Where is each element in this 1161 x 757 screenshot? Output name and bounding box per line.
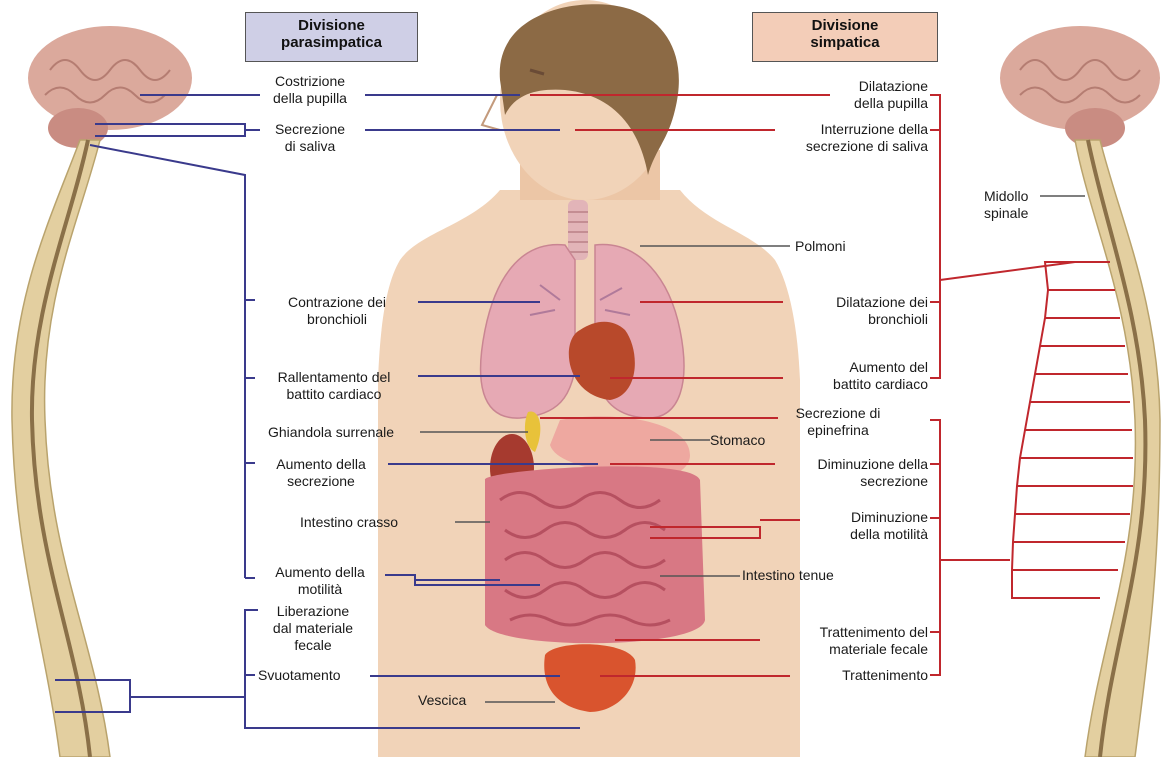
para-bladder-label: Svuotamento <box>258 667 341 684</box>
large-intestine-label: Intestino crasso <box>300 514 398 531</box>
small-intestine-label: Intestino tenue <box>742 567 834 584</box>
stomach-label: Stomaco <box>710 432 765 449</box>
right-brain <box>1000 26 1160 148</box>
left-brain <box>28 26 192 148</box>
parasympathetic-division-header: Divisione parasimpatica <box>245 12 418 62</box>
trachea <box>568 200 588 260</box>
symp-bladder-label: Trattenimento <box>790 667 928 684</box>
intestines <box>485 466 705 643</box>
bladder-label: Vescica <box>418 692 466 709</box>
lungs-label: Polmoni <box>795 238 846 255</box>
right-spine <box>1075 140 1160 757</box>
left-spine <box>12 140 110 757</box>
adrenal-gland-label: Ghiandola surrenale <box>268 424 394 441</box>
sympathetic-division-header: Divisione simpatica <box>752 12 938 62</box>
